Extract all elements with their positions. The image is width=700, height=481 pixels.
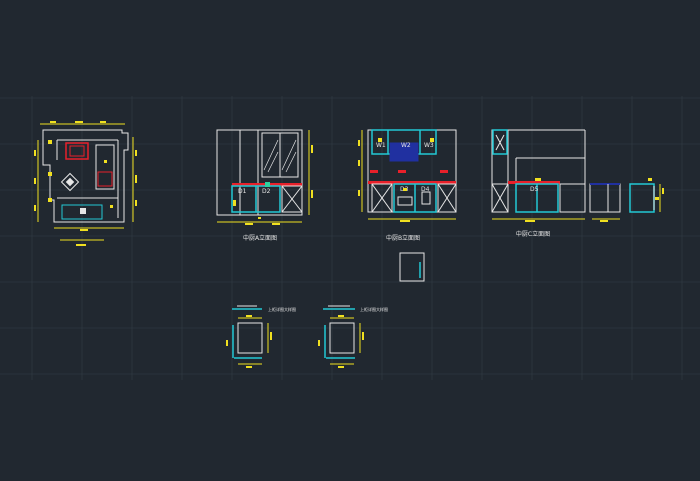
elev-b-base-right [437,183,457,213]
elev-a-tag-2: D2 [262,188,271,195]
elev-c-side-box-1 [589,183,621,213]
plan-dim-ticks [34,121,137,246]
plan-dimensions [37,123,134,241]
plan-cooktop [97,171,113,187]
elev-b-label: 中厨B立面图 [386,234,420,242]
elev-c-side-box-2 [629,183,655,213]
plan-sink [65,142,89,160]
elev-c-upper [492,129,508,155]
elev-a-dimensions [217,130,310,223]
elev-b-dimensions [361,130,456,220]
elev-a-tall-cabinet [281,185,303,213]
elev-a-window-hatch [263,139,297,173]
elevation-a: D1 D2 中厨A立面图 [216,129,313,242]
elev-a-frame [216,129,303,216]
elev-b-tag-d4: D4 [421,186,430,193]
elev-a-label: 中厨A立面图 [243,234,277,242]
elevation-c: D5 中厨C立面图 [491,129,664,238]
drawing-grid [0,96,700,380]
elev-c-wall [508,129,586,212]
plan-view [34,121,137,246]
plan-lower-cabinet [61,204,103,220]
detail-2-label: 上柜详图大样图 [360,306,388,312]
detail-1-box [237,322,263,354]
plan-appliance [95,144,115,190]
elev-b-tag-w1: W1 [376,142,386,149]
plan-inner-wall [56,139,119,218]
elev-b-small-box [399,252,425,282]
elev-b-tag-w3: W3 [424,142,434,149]
elev-c-counter [508,181,560,184]
elev-b-tag-w2: W2 [401,142,411,149]
elev-a-tag-1: D1 [238,188,247,195]
elevation-b: W1 W2 W3 D3 D4 中厨B立面图 [358,129,457,282]
plan-outer-wall [42,129,129,223]
elev-b-marker-right [440,170,448,173]
elev-b-base-left [371,183,393,213]
detail-2-box [329,322,355,354]
elev-c-dimensions [492,184,661,220]
plan-table [60,172,80,192]
plan-sink-inner [69,145,85,157]
elev-c-tag-d5: D5 [530,186,539,193]
elev-b-hood-panel [389,142,419,162]
detail-1-label: 上柜详图大样图 [268,306,296,312]
detail-1: 上柜详图大样图 [226,305,296,368]
elev-b-marker-mid [398,170,406,173]
elev-b-marker-left [370,170,378,173]
plan-pillar [80,208,86,214]
detail-2: 上柜详图大样图 [318,305,388,368]
elev-b-counter [368,181,456,184]
elev-c-label: 中厨C立面图 [516,230,550,238]
